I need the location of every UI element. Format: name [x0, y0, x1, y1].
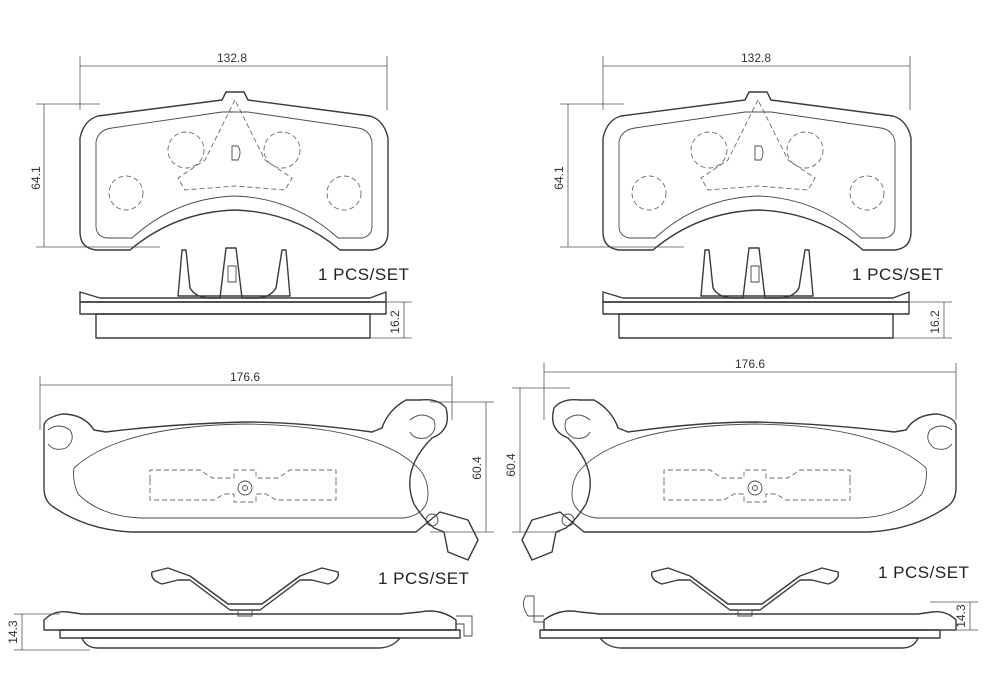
width-dimension-label: 132.8 — [217, 51, 247, 65]
height-dimension-label: 64.1 — [29, 166, 43, 190]
quantity-label: 1 PCS/SET — [378, 569, 469, 588]
top-left-pad: 132.8 64.1 16.2 1 PCS/SET — [29, 51, 412, 339]
height-dimension-label: 60.4 — [504, 453, 518, 477]
thickness-dimension-label: 16.2 — [928, 310, 942, 334]
thickness-dimension-label: 14.3 — [6, 620, 20, 644]
thickness-dimension-label: 16.2 — [388, 310, 402, 334]
width-dimension-label: 176.6 — [735, 357, 765, 371]
thickness-dimension-label: 14.3 — [954, 604, 968, 628]
bottom-right-pad: 176.6 60.4 14.3 1 PCS/SET — [504, 357, 978, 649]
bottom-left-pad: 176.6 60.4 14.3 1 PCS/SET — [6, 370, 494, 651]
quantity-label: 1 PCS/SET — [318, 265, 409, 284]
width-dimension-label: 132.8 — [741, 51, 771, 65]
quantity-label: 1 PCS/SET — [878, 563, 969, 582]
width-dimension-label: 176.6 — [230, 370, 260, 384]
top-right-pad: 132.8 64.1 16.2 1 PCS/SET — [552, 51, 952, 339]
height-dimension-label: 60.4 — [470, 456, 484, 480]
height-dimension-label: 64.1 — [552, 166, 566, 190]
quantity-label: 1 PCS/SET — [852, 265, 943, 284]
